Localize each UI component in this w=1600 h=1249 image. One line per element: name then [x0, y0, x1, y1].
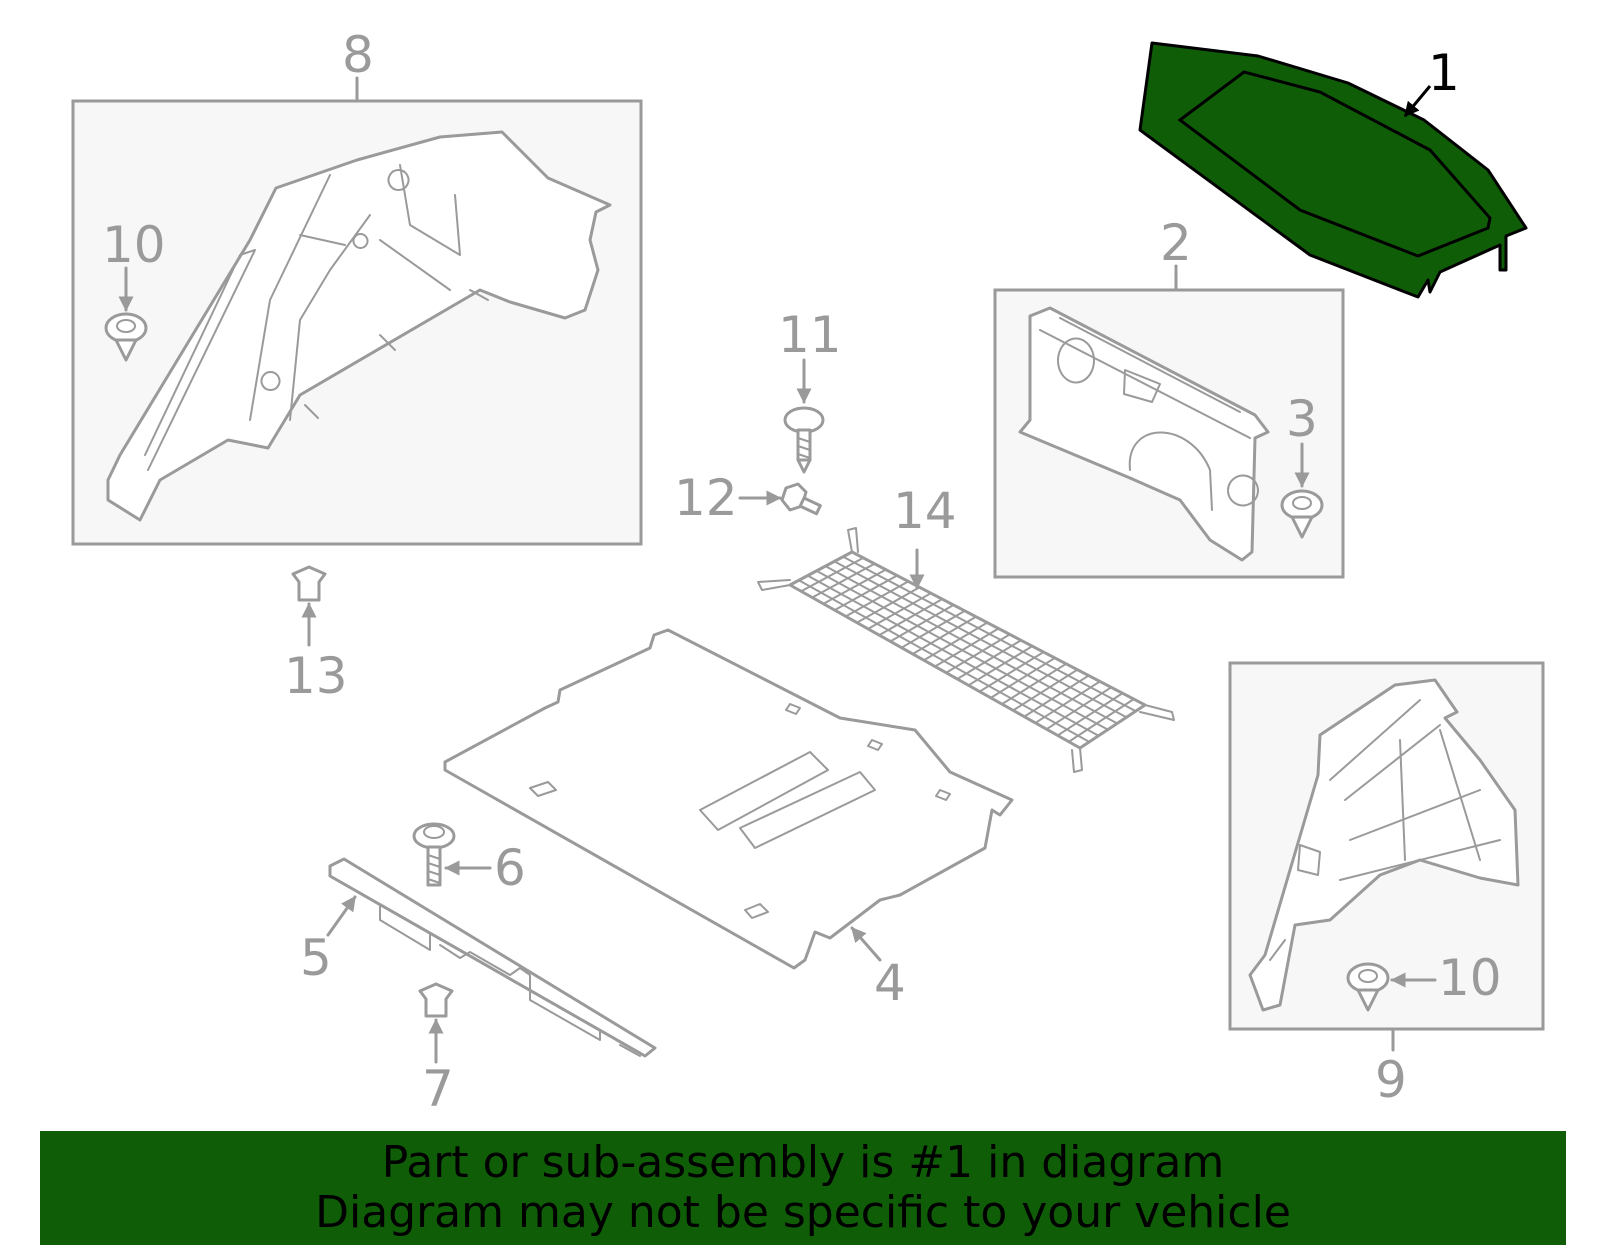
- callout-5: 5: [300, 929, 332, 987]
- rear-trim-panel-part: [1018, 306, 1270, 562]
- cargo-cover-part-1[interactable]: [1138, 41, 1528, 299]
- net-strand: [833, 560, 1128, 719]
- info-banner: Part or sub-assembly is #1 in diagram Di…: [40, 1131, 1566, 1245]
- cargo-cover-shape: [1138, 41, 1528, 299]
- screw-part-11: [783, 358, 825, 474]
- arrow-5: [326, 895, 357, 937]
- quarter-trim-left-part: [106, 130, 612, 522]
- net-strand: [844, 580, 910, 618]
- arrow-4: [850, 926, 882, 962]
- bolt-part-6: [412, 822, 492, 887]
- assembly-box-8: [71, 76, 643, 546]
- callout-8: 8: [342, 26, 374, 84]
- net-strand: [911, 615, 977, 655]
- net-strand: [989, 656, 1056, 699]
- callout-12: 12: [674, 469, 738, 527]
- push-clip-3: [1280, 489, 1324, 539]
- clip-part-13: [291, 565, 327, 647]
- net-strand: [878, 598, 944, 637]
- net-strand: [1023, 674, 1090, 718]
- net-strand: [797, 579, 1091, 743]
- net-strand: [855, 586, 921, 624]
- assembly-box-2: [993, 264, 1345, 579]
- banner-line-1: Part or sub-assembly is #1 in diagram: [381, 1137, 1225, 1188]
- callout-10-right: 10: [1438, 949, 1502, 1007]
- net-strand: [806, 574, 1100, 737]
- net-strand: [1034, 680, 1101, 724]
- net-strand: [978, 651, 1045, 693]
- callout-1: 1: [1428, 44, 1460, 102]
- net-strand: [815, 569, 1109, 731]
- callout-9: 9: [1375, 1051, 1407, 1109]
- net-strand: [824, 565, 1119, 725]
- net-strand: [800, 556, 865, 593]
- callout-11: 11: [778, 306, 842, 364]
- net-strand: [889, 603, 955, 643]
- callout-6: 6: [494, 839, 526, 897]
- callout-7: 7: [422, 1060, 454, 1118]
- quarter-trim-left-detail: [144, 164, 489, 471]
- net-strand: [945, 633, 1011, 674]
- net-strand: [1067, 698, 1135, 743]
- callout-4: 4: [874, 954, 906, 1012]
- net-strand: [1045, 686, 1113, 731]
- rear-trim-panel-detail: [1039, 317, 1259, 511]
- clip-part-7: [418, 982, 454, 1064]
- net-strand: [922, 621, 989, 662]
- callout-10-left: 10: [102, 216, 166, 274]
- net-strand: [833, 574, 899, 612]
- callout-3: 3: [1286, 390, 1318, 448]
- assembly-box-9: [1228, 661, 1545, 1052]
- push-clip-10-left: [104, 312, 148, 362]
- load-floor-part-4: [443, 628, 1014, 970]
- callout-2: 2: [1160, 214, 1192, 272]
- net-strand: [822, 568, 887, 605]
- bolt-part-12: [738, 482, 822, 516]
- net-strand: [1012, 668, 1079, 712]
- net-strand: [900, 609, 966, 649]
- net-strand: [934, 627, 1000, 668]
- arrow-1: [1403, 85, 1432, 118]
- quarter-trim-right-detail: [1269, 699, 1501, 961]
- net-strand: [1000, 662, 1068, 706]
- net-strand: [842, 555, 1137, 713]
- net-strand: [956, 639, 1023, 681]
- banner-line-2: Diagram may not be specific to your vehi…: [315, 1187, 1291, 1238]
- net-strand: [1056, 692, 1124, 737]
- net-strand: [867, 592, 932, 630]
- cargo-net-part-14: [757, 527, 1175, 773]
- net-strand: [811, 562, 876, 599]
- net-strand: [967, 645, 1034, 687]
- push-clip-10-right: [1346, 962, 1390, 1012]
- cargo-cover-inner: [1177, 70, 1492, 258]
- scuff-plate-part-5: [326, 857, 657, 1058]
- callout-14: 14: [893, 482, 957, 540]
- callout-13: 13: [284, 647, 348, 705]
